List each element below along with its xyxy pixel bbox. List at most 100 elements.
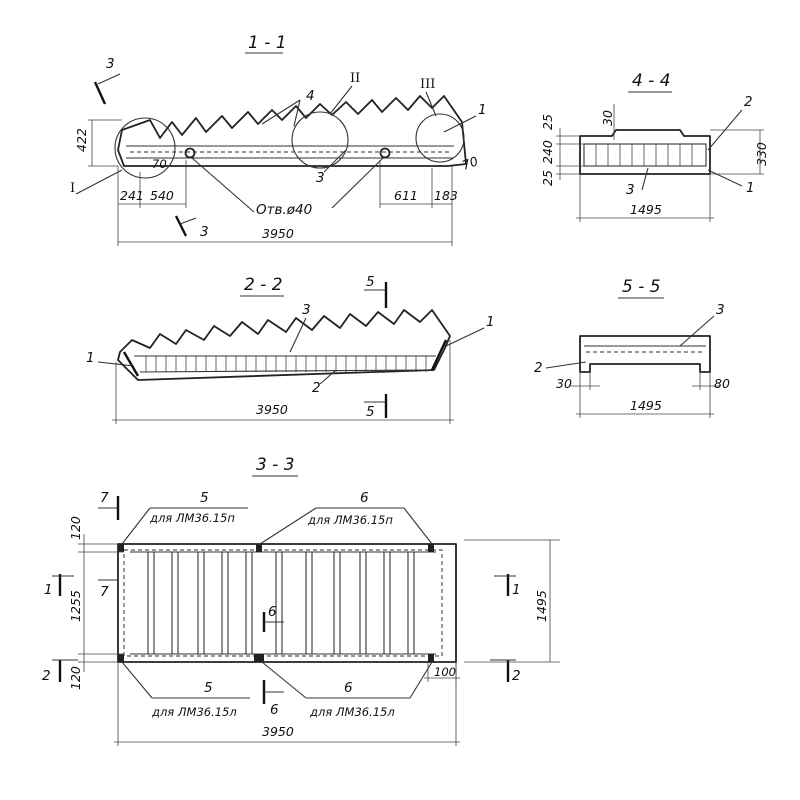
detail-label-III: III <box>420 77 435 92</box>
detail-circle-II <box>291 111 349 169</box>
dim-100: 100 <box>434 665 456 679</box>
cut-3-top-arrow <box>97 73 121 85</box>
cut-7-top-label: 7 <box>100 490 109 506</box>
dim-241: 241 <box>120 188 144 203</box>
section-2-2: 2 - 2 1 1 3 2 <box>86 274 495 424</box>
section-5-5-outline <box>579 335 711 373</box>
callout-1-right: 1 <box>486 314 495 330</box>
plate-top-left <box>118 544 124 552</box>
section-3-3: 3 - 3 5 для ЛМ36.1 <box>42 455 560 746</box>
cut-3-bot-mark <box>174 215 188 237</box>
dim-120-top: 120 <box>68 516 83 540</box>
note-top-right: для ЛМ36.15п <box>307 513 393 527</box>
dim-183: 183 <box>434 188 458 203</box>
callout-6-bot: 6 <box>344 680 353 696</box>
callout-1-left: 1 <box>86 350 95 366</box>
callout-2: 2 <box>312 380 321 396</box>
section-title-1-1: 1 - 1 <box>248 33 287 53</box>
leader-1-right <box>445 327 485 347</box>
leader-4a <box>261 99 301 125</box>
dim-3950: 3950 <box>262 226 294 241</box>
transverse-bars <box>147 552 415 654</box>
section-5-5: 5 - 5 3 2 30 80 1495 <box>534 277 730 418</box>
plate-bot-right <box>428 654 434 662</box>
section-title-3-3: 3 - 3 <box>256 455 295 475</box>
leader-I <box>75 169 123 195</box>
cut-2-right-label: 2 <box>512 668 521 684</box>
leader-3 <box>323 149 347 173</box>
callout-1: 1 <box>478 102 487 118</box>
dim-3950: 3950 <box>256 402 288 417</box>
section-4-4-rebars <box>595 144 693 166</box>
plate-top-mid <box>256 544 262 552</box>
section-title-5-5: 5 - 5 <box>622 277 661 297</box>
leader-2 <box>545 361 587 369</box>
cut-6-bot-label: 6 <box>270 702 279 718</box>
leader-3 <box>289 317 307 353</box>
hole-right <box>379 147 391 159</box>
hole-left <box>184 147 196 159</box>
cage-2-2-stirrups <box>145 356 427 372</box>
leader-6-bot-a <box>261 661 307 699</box>
leader-4b <box>293 99 301 127</box>
cut-5-top-label: 5 <box>366 274 375 290</box>
leader-2 <box>707 109 743 151</box>
callout-2: 2 <box>534 360 543 376</box>
flight-body-outline <box>117 95 467 167</box>
dim-1255: 1255 <box>68 590 83 622</box>
cut-3-top-label: 3 <box>106 56 115 72</box>
leader-6-top-b <box>403 507 433 545</box>
detail-label-II: II <box>350 71 360 86</box>
note-bot-right: для ЛМ36.15л <box>309 705 395 719</box>
dim-70-right: 70 <box>460 153 480 173</box>
detail-circle-I <box>114 117 176 179</box>
end-plate-right <box>430 339 448 371</box>
leader-1 <box>443 115 477 133</box>
cage-bottom <box>139 369 431 373</box>
callout-6-top: 6 <box>360 490 369 506</box>
callout-3: 3 <box>716 302 725 318</box>
dim-80: 80 <box>714 376 730 391</box>
section-title-4-4: 4 - 4 <box>632 71 671 91</box>
callout-3: 3 <box>316 170 325 186</box>
cut-3-bot-arrow <box>179 217 197 225</box>
hole-leader-right <box>331 157 384 209</box>
detail-label-I: I <box>70 181 75 196</box>
callout-4: 4 <box>306 88 315 104</box>
plate-bot-left <box>118 654 124 662</box>
section-1-1: 1 - 1 I II III 4 1 3 3 3 <box>70 33 487 246</box>
leader-6-top-a <box>259 507 317 545</box>
callout-5-bot: 5 <box>204 680 213 696</box>
dim-1495: 1495 <box>630 398 662 413</box>
hole-leader-left <box>191 157 255 213</box>
leader-5-top <box>121 507 151 545</box>
section-4-4-outline <box>579 129 711 175</box>
dim-330: 330 <box>754 142 769 166</box>
callout-2: 2 <box>744 94 753 110</box>
cut-3-top-mark <box>93 81 107 105</box>
cut-7-side-label: 7 <box>100 584 109 600</box>
callout-1: 1 <box>746 180 755 196</box>
dim-540: 540 <box>150 188 174 203</box>
detail-circle-III <box>415 113 465 163</box>
plan-outline <box>117 543 457 663</box>
callout-5-top: 5 <box>200 490 209 506</box>
leader-5-bot <box>121 661 153 699</box>
hole-note: Отв.ø40 <box>256 202 312 218</box>
dim-70-left: 70 <box>152 157 167 171</box>
dim-120-bot: 120 <box>68 666 83 690</box>
leader-2 <box>319 369 337 385</box>
dim-1495: 1495 <box>630 202 662 217</box>
cut-2-left-label: 2 <box>42 668 51 684</box>
flight-2-2-outline <box>117 309 451 381</box>
cut-1-left-label: 1 <box>44 582 53 598</box>
plate-bot-mid <box>254 654 264 662</box>
note-bot-left: для ЛМ36.15л <box>151 705 237 719</box>
dim-30: 30 <box>556 376 572 391</box>
dim-3950: 3950 <box>262 724 294 739</box>
dim-240: 240 <box>540 140 555 164</box>
callout-3: 3 <box>302 302 311 318</box>
section-4-4: 4 - 4 30 25 240 25 330 2 1 3 <box>540 71 769 222</box>
plan-cage-dashed <box>123 549 443 657</box>
